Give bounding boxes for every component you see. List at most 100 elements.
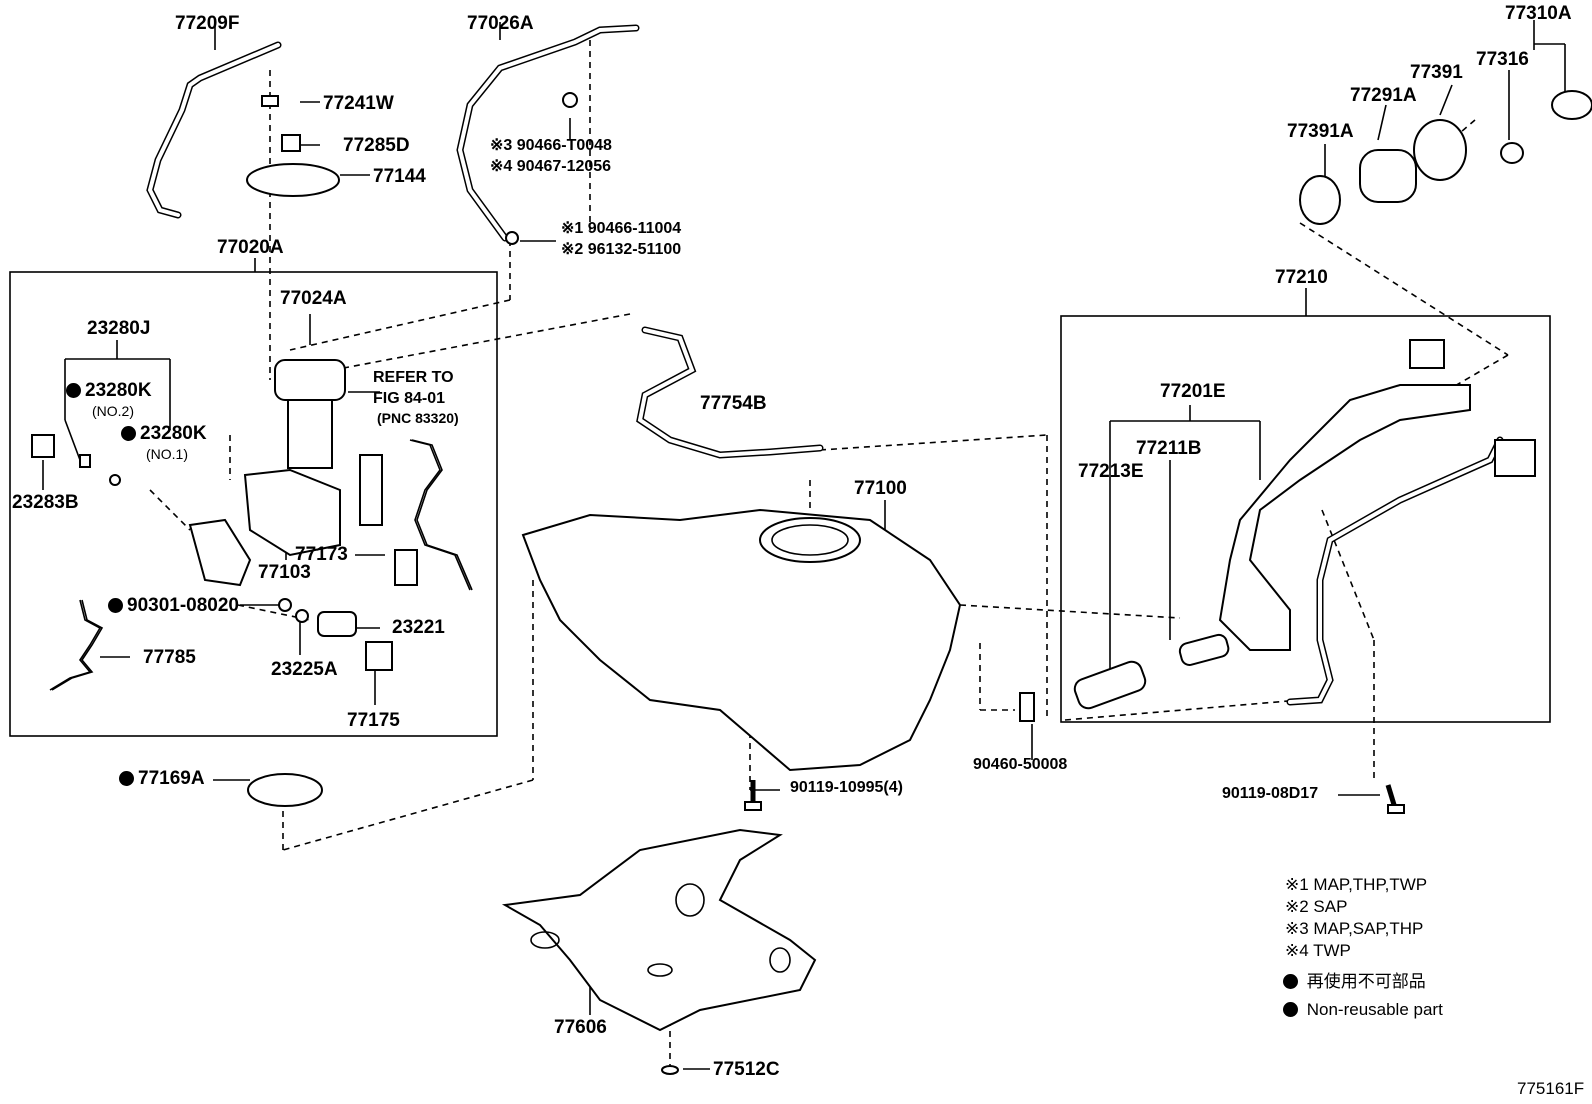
label-77169A: 77169A — [119, 769, 205, 788]
label-90466-T0048: ※3 90466-T0048 — [490, 137, 612, 154]
label-23280K-no2: 23280K — [66, 381, 152, 400]
label-90460-50008: 90460-50008 — [973, 756, 1068, 773]
ring-77291A — [1359, 149, 1417, 203]
non-reusable-dot — [121, 426, 136, 441]
box-77020A — [9, 271, 498, 737]
label-90301-08020-text: 90301-08020 — [127, 595, 239, 616]
non-reusable-dot — [66, 383, 81, 398]
retainer-77144 — [246, 163, 340, 197]
label-77391A: 77391A — [1287, 121, 1354, 142]
label-no2: (NO.2) — [92, 403, 134, 419]
label-77285D: 77285D — [343, 135, 410, 156]
fuel-tank-77100 — [521, 508, 962, 772]
bracket-77210 — [1409, 339, 1445, 369]
gasket-77391 — [1413, 119, 1467, 181]
label-77169A-text: 77169A — [138, 768, 205, 789]
label-77144: 77144 — [373, 166, 426, 187]
legend-non-reusable-en-text: Non-reusable part — [1306, 1000, 1443, 1019]
clip-77241W — [261, 95, 279, 107]
clamp-9046611004 — [505, 231, 519, 245]
label-77512C: 77512C — [713, 1059, 780, 1080]
clip-23283B — [31, 434, 55, 458]
harness-77173 — [409, 439, 473, 591]
label-77241W: 77241W — [323, 93, 394, 114]
label-77175: 77175 — [347, 710, 400, 731]
legend-non-reusable-jp-text: 再使用不可部品 — [1306, 972, 1426, 992]
clip-77512C — [661, 1065, 679, 1075]
non-reusable-dot — [119, 771, 134, 786]
label-77310A: 77310A — [1505, 3, 1572, 24]
label-no1: (NO.1) — [146, 446, 188, 462]
label-77024A: 77024A — [280, 288, 347, 309]
label-77391: 77391 — [1410, 62, 1463, 83]
canister-77103 — [243, 468, 341, 557]
cap-77310A — [1551, 90, 1592, 120]
wire-77209F — [146, 41, 282, 219]
harness-77785 — [49, 599, 104, 691]
holder-77175 — [365, 641, 393, 671]
label-77100: 77100 — [854, 478, 907, 499]
label-77211B: 77211B — [1136, 438, 1202, 459]
legend-note-2: ※2 SAP — [1285, 897, 1348, 916]
clip-9030108020 — [278, 598, 292, 612]
label-23280K-no2-text: 23280K — [85, 380, 152, 401]
label-77209F: 77209F — [175, 13, 240, 34]
legend-note-3: ※3 MAP,SAP,THP — [1285, 919, 1424, 938]
legend-non-reusable-jp: 再使用不可部品 — [1283, 973, 1426, 991]
label-23280K-no1-text: 23280K — [140, 423, 207, 444]
bolt-9011910995 — [744, 780, 762, 811]
clip-9046050008 — [1019, 692, 1035, 722]
bracket-breather — [1494, 439, 1536, 477]
label-90119-08D17: 90119-08D17 — [1222, 785, 1319, 802]
gasket-77169A — [247, 773, 323, 807]
label-90119-10995: 90119-10995(4) — [790, 779, 903, 796]
diagram-code: 775161F — [1517, 1079, 1585, 1098]
label-23225A: 23225A — [271, 659, 338, 680]
label-23283B: 23283B — [12, 492, 79, 513]
label-77103: 77103 — [258, 562, 311, 583]
label-90301-08020: 90301-08020 — [108, 596, 239, 615]
label-refer-line1: REFER TO — [373, 369, 454, 386]
label-77020A: 77020A — [217, 237, 284, 258]
bolt-9011908D17 — [1385, 784, 1405, 814]
float-arm — [394, 549, 418, 586]
legend-note-4: ※4 TWP — [1285, 941, 1351, 960]
wire-77026A — [456, 24, 640, 242]
pump-motor — [188, 518, 252, 587]
non-reusable-dot — [1283, 974, 1298, 989]
leader-lines — [42, 20, 1566, 1070]
label-77606: 77606 — [554, 1017, 607, 1038]
label-77201E: 77201E — [1160, 381, 1226, 402]
pump-head-77024A — [274, 359, 346, 401]
label-77213E: 77213E — [1078, 461, 1144, 482]
label-77316: 77316 — [1476, 49, 1529, 70]
legend-note-1: ※1 MAP,THP,TWP — [1285, 875, 1428, 894]
valve-23280K — [79, 454, 91, 468]
label-77291A: 77291A — [1350, 85, 1417, 106]
ring-23225A — [295, 609, 309, 623]
label-refer-line3: (PNC 83320) — [377, 410, 459, 426]
non-reusable-dot — [108, 598, 123, 613]
clamp-90466T0048 — [562, 92, 578, 108]
label-23280K-no1: 23280K — [121, 424, 207, 443]
undercover-77606 — [501, 828, 817, 1032]
label-77785: 77785 — [143, 647, 196, 668]
filter-23221 — [317, 611, 357, 637]
sender-77173 — [359, 454, 383, 526]
label-23280J: 23280J — [87, 318, 151, 339]
gasket-77316 — [1500, 142, 1524, 164]
label-90466-11004: ※1 90466-11004 — [561, 220, 682, 237]
non-reusable-dot — [1283, 1002, 1298, 1017]
hose-77213E — [1073, 660, 1147, 710]
oring-23280K — [109, 474, 121, 486]
pump-body — [287, 399, 333, 469]
hose-77211B — [1178, 633, 1230, 666]
label-77026A: 77026A — [467, 13, 534, 34]
label-77754B: 77754B — [700, 393, 767, 414]
label-77173: 77173 — [295, 544, 348, 565]
label-refer-line2: FIG 84-01 — [373, 390, 446, 407]
label-96132-51100: ※2 96132-51100 — [561, 241, 682, 258]
tube-breather — [1286, 436, 1504, 706]
